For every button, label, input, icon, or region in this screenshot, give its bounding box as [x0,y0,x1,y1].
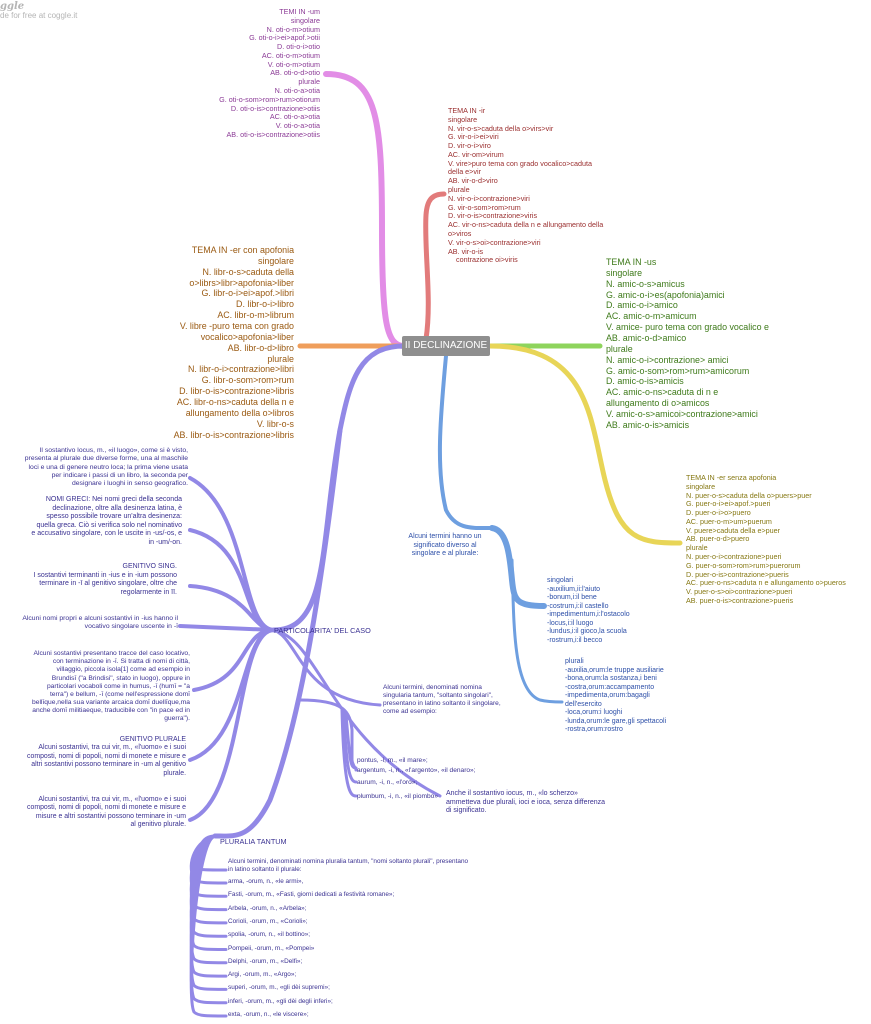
node-tema-er-senza-apofonia[interactable]: TEMA IN -er senza apofonia singolare N. … [686,473,846,605]
node-nomi-greci[interactable]: NOMI GRECI: Nei nomi greci della seconda… [31,496,182,546]
pluralia-item[interactable]: Arbela, -orum, n., «Arbela»; [228,904,307,912]
pluralia-item[interactable]: exta, -orum, n., «le viscere»; [228,1011,309,1018]
branch-plurali [510,558,564,704]
node-particolarita-del-caso[interactable]: PARTICOLARITA' DEL CASO [274,626,371,635]
pluralia-item[interactable]: spolia, -orum, n., «il bottino»; [228,931,311,939]
node-tema-us[interactable]: TEMA IN -us singolare N. amic-o-s>amicus… [606,257,769,430]
branch-singolari [489,525,547,609]
pluralia-item[interactable]: Pompeii, -orum, m., «Pompei» [228,944,315,952]
singularia-item[interactable]: argentum, -i, n., «l'argento», «il denar… [357,767,476,774]
pluralia-connector [189,834,228,1018]
branch-tema-er-senza [487,343,683,546]
pluralia-item[interactable]: arma, -orum, n., «le armi», [228,878,304,885]
pluralia-item[interactable]: Argi, -orum, m., «Argo»; [228,971,297,979]
node-pluralia-intro[interactable]: Alcuni termini, denominati nomina plural… [228,858,469,873]
node-locativo[interactable]: Alcuni sostantivi presentano tracce del … [32,650,190,723]
singularia-item[interactable]: plumbum, -i, n., «il piombo» [357,793,438,800]
pluralia-item[interactable]: Delphi, -orum, m., «Delfi»; [228,957,303,965]
node-significato-diverso[interactable]: Alcuni termini hanno un significato dive… [408,533,482,558]
node-tema-ir[interactable]: TEMA IN -ir singolare N. vir-o-s>caduta … [448,106,604,265]
branch-significato [437,354,494,531]
node-iocus[interactable]: Anche il sostantivo iocus, m., «lo scher… [446,790,606,815]
node-genitivo-sing[interactable]: GENITIVO SING. I sostantivi terminanti i… [33,563,177,596]
node-singularia-tantum[interactable]: Alcuni termini, denominati nomina singul… [383,684,501,716]
pluralia-item[interactable]: superi, -orum, m., «gli dèi supremi»; [228,984,330,992]
node-tema-er-apofonia[interactable]: TEMA IN -er con apofonia singolare N. li… [173,245,294,440]
branch-temi-um [323,71,407,349]
watermark-text: de for free at coggle.it [0,11,78,20]
node-genitivo-plurale-2[interactable]: Alcuni sostantivi, tra cui vir, m., «l'u… [27,796,186,829]
central-node[interactable]: II DECLINAZIONE [402,336,490,356]
singularia-item[interactable]: aurum, -i, n., «l'oro»; [357,779,418,786]
node-pluralia-tantum[interactable]: PLURALIA TANTUM [220,837,287,846]
singularia-item[interactable]: pontus, -i, m., «il mare»; [357,757,428,764]
pluralia-item[interactable]: Corioli, -orum, m., «Corioli»; [228,917,308,925]
node-genitivo-plurale[interactable]: GENITIVO PLURALE Alcuni sostantivi, tra … [27,736,186,777]
pluralia-item[interactable]: inferi, -orum, m., «gli dèi degli inferi… [228,997,333,1005]
node-nomi-propri[interactable]: Alcuni nomi propri e alcuni sostantivi i… [22,615,178,631]
branch-pluralia [212,427,343,839]
coggle-logo: ggle [0,1,25,12]
node-plurali[interactable]: plurali -auxilia,orum:le truppe ausiliar… [565,658,667,734]
pluralia-item[interactable]: Fasti, -orum, m., «Fasti, giorni dedicat… [228,891,395,899]
node-temi-um[interactable]: TEMI IN -um singolare N. oti-o-m>otium G… [219,7,320,139]
node-singolari[interactable]: singolari -auxilium,ii:l'aiuto -bonum,i:… [547,577,630,644]
branch-tema-ir [423,191,447,342]
node-locus[interactable]: Il sostantivo locus, m., «il luogo», com… [24,447,188,488]
